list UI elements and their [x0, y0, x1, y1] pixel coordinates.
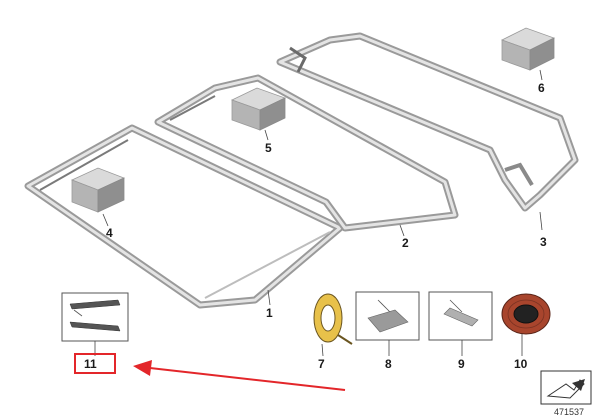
reference-number: 471537: [554, 407, 584, 417]
label-part-2: 2: [402, 236, 409, 250]
label-part-11: 11: [84, 357, 97, 371]
label-part-7: 7: [318, 357, 325, 371]
label-part-10: 10: [514, 357, 528, 371]
red-arrow-icon: [133, 360, 346, 391]
part-7-tape-roll-icon[interactable]: [313, 293, 353, 345]
part-11-panel[interactable]: [61, 292, 129, 342]
label-part-6: 6: [538, 81, 545, 95]
part-5-seal-box[interactable]: [230, 87, 287, 131]
part-1-front-frame[interactable]: [24, 124, 344, 309]
label-part-5: 5: [265, 141, 272, 155]
reference-corner-icon: [540, 370, 592, 405]
part-8-panel[interactable]: [355, 291, 420, 341]
label-part-9: 9: [458, 357, 465, 371]
part-10-spool-icon[interactable]: [501, 293, 551, 335]
part-6-seal-box[interactable]: [500, 27, 556, 71]
part-4-seal-box[interactable]: [70, 167, 126, 213]
part-9-panel[interactable]: [428, 291, 493, 341]
label-part-8: 8: [385, 357, 392, 371]
label-part-1: 1: [266, 306, 273, 320]
highlight-box-part-11: [74, 353, 116, 374]
label-part-3: 3: [540, 235, 547, 249]
part-3-rear-frame[interactable]: [276, 32, 579, 212]
leader-lines: [94, 69, 543, 357]
label-part-4: 4: [106, 226, 113, 240]
part-2-middle-frame[interactable]: [154, 74, 459, 232]
